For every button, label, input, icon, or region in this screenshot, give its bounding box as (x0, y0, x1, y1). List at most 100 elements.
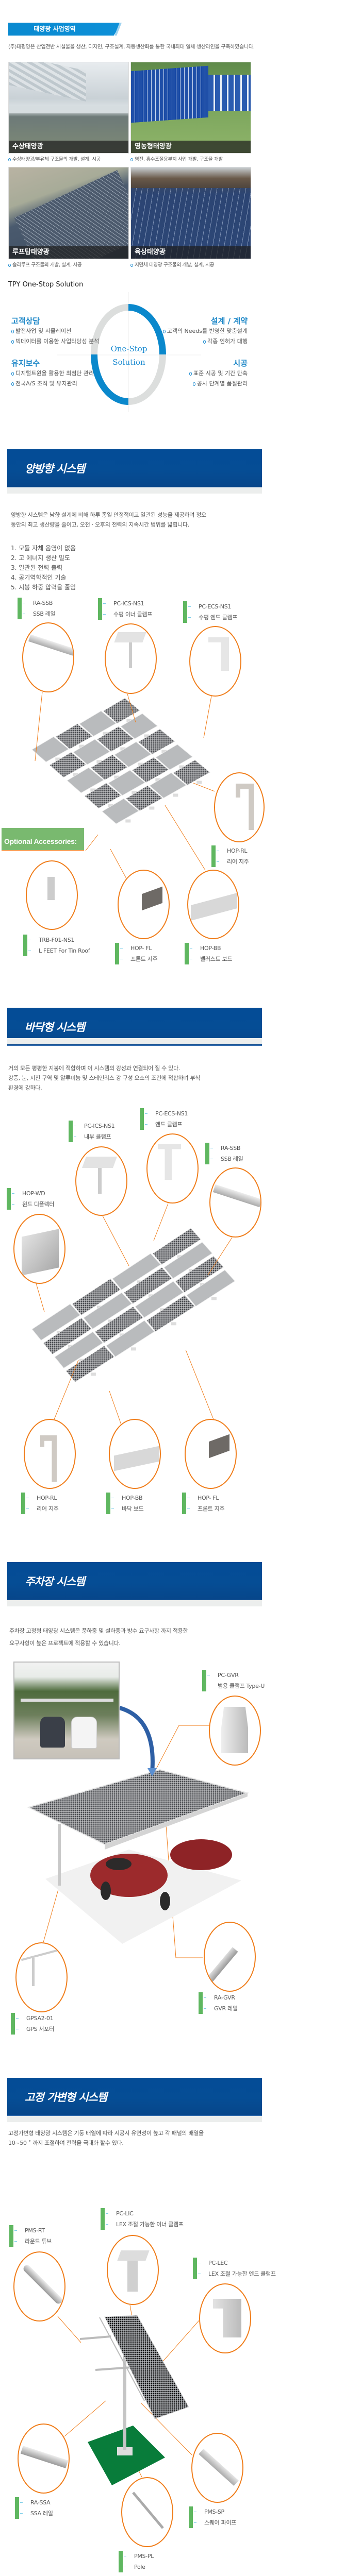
bullet-icon (11, 382, 14, 386)
part-name: 프론트 지주 (130, 956, 158, 962)
solar-panel (138, 728, 176, 755)
desc-text: 지면체 태양광 구조물의 개발, 설계, 시공 (135, 262, 215, 268)
solar-panel (79, 710, 117, 737)
callout-front-leg (185, 1419, 237, 1489)
part-code: HOP-RL (37, 1495, 57, 1501)
part-name: 엔드 클램프 (155, 1121, 183, 1128)
business-title-band: 태양광 사업영역 (8, 23, 122, 36)
front-leg-part (142, 886, 162, 911)
photo-rooftop: 루프탑태양광 (8, 167, 129, 259)
ballast-block (120, 747, 126, 751)
part-code: PC-ICS-NS1 (113, 600, 144, 607)
one-stop-diagram (57, 292, 201, 412)
area-desc: 지면체 태양광 구조물의 개발, 설계, 시공 (130, 261, 214, 268)
ballast-block (90, 788, 96, 792)
solar-panel-row (208, 75, 251, 111)
callout-rear-leg (214, 772, 265, 842)
desc-line: 10~50 ˚ 까지 조절하여 전력을 극대화 할수 있다. (8, 2140, 124, 2146)
solar-panel (132, 757, 170, 783)
clamp-part (158, 1144, 181, 1180)
solar-panel (102, 798, 140, 824)
part-name: 수평 이너 클램프 (113, 611, 153, 618)
photo-agrivoltaic: 영농형태양광 (130, 62, 251, 154)
board-part (114, 1446, 159, 1471)
solar-panel (112, 1253, 161, 1291)
solar-panel (186, 1269, 236, 1307)
quadrant-item: 전국A/S 조직 및 유지관리 (11, 379, 94, 389)
solar-panel (120, 713, 158, 739)
pipe-part (199, 2449, 239, 2486)
callout-l-feet (26, 860, 78, 930)
feature-item: 1. 모듈 자체 음영이 없음 (11, 545, 76, 552)
ballast-block (130, 1347, 136, 1351)
ballast-block (132, 791, 137, 794)
part-name: SSB 레일 (33, 611, 56, 617)
callout-gvr-rail (204, 1922, 256, 1992)
solar-panel (125, 785, 163, 811)
quadrant-heading: 유지보수 (11, 359, 40, 368)
solar-panel (94, 1306, 144, 1344)
callout-end-clamp (146, 1133, 199, 1204)
ballast-block (144, 734, 150, 738)
ballast-block (155, 778, 161, 782)
solar-panel (149, 772, 187, 799)
quadrant-item: 표준 시공 및 기간 단축 (189, 368, 248, 379)
deflector-part (22, 1229, 59, 1276)
item-text: 전국A/S 조직 및 유지관리 (15, 380, 77, 387)
part-name: SSA 레일 (30, 2510, 53, 2517)
ballast-block (103, 732, 108, 735)
callout-ssa-rail (18, 2424, 70, 2494)
ring-segment-design (128, 304, 166, 354)
ballast-block (171, 1322, 176, 1326)
part-code: HOP- FL (130, 945, 152, 952)
clamp-part (221, 1707, 248, 1753)
clamp-bolt (129, 642, 132, 668)
car-dark (40, 1717, 65, 1748)
solar-panel (173, 759, 211, 786)
ballast-block (55, 757, 61, 761)
callout-rail (22, 622, 74, 692)
bullet-icon (11, 371, 14, 376)
one-stop-title: TPY One-Stop Solution (8, 281, 84, 289)
clamp-part (81, 1157, 118, 1168)
callout-rail (209, 1167, 261, 1238)
solar-panel (31, 1303, 81, 1341)
bullet-icon (192, 382, 195, 386)
item-text: 빅데이터를 이용한 사업타당성 분석 (15, 338, 100, 345)
business-intro: (주)태평양은 산업전반 시설물을 생산, 디자인, 구조설계, 자동생산화를 … (8, 44, 255, 50)
part-name: 윈드 디플렉터 (22, 1201, 55, 1208)
solar-panel (54, 1331, 104, 1369)
arrow-icon (119, 1706, 155, 1773)
section-title: 양방향 시스템 (25, 463, 85, 475)
desc-line: 거의 모든 평평한 지붕에 적합하며 이 시스템의 강성과 연결되어 질 수 있… (8, 1065, 180, 1072)
section-header: 주차장 시스템 (7, 1562, 262, 1600)
quadrant-construction: 시공 표준 시공 및 기간 단축 공사 단계별 품질관리 (189, 358, 248, 389)
section-header-strip (7, 1600, 262, 1606)
solar-panel (55, 723, 93, 750)
section-header-strip (7, 2116, 262, 2122)
part-name: 바닥 보드 (122, 1505, 144, 1512)
part-code: RA-GVR (214, 1994, 235, 2001)
part-code: HOP-RL (227, 848, 248, 854)
desc-text: 염전, 홍수조절용부지 사업 개발, 구조물 개발 (135, 157, 223, 162)
area-desc: 솔라루프 구조물의 개발, 설계, 시공 (8, 261, 82, 268)
tracker-illustration (79, 2315, 189, 2485)
ballast-block (125, 819, 131, 823)
part-code: PMS-RT (25, 2227, 45, 2234)
quadrant-heading: 설계 / 계약 (210, 316, 248, 326)
section-header-strip (7, 487, 262, 494)
part-code: PC-ICS-NS1 (84, 1123, 115, 1129)
desc-line: 양방향 시스템은 남향 설계에 비해 하루 종일 안정적이고 일관된 성능을 제… (11, 512, 206, 518)
quadrant-item: 고객의 Needs를 반영한 맞춤설계 (162, 326, 248, 336)
section-description: 주차장 고정형 태양광 시스템은 풍하중 및 설하중과 방수 요구사항 까지 적… (9, 1625, 188, 1650)
section-description: 고정가변형 태양광 시스템은 기둥 배열에 따라 시공시 유연성이 높고 각 패… (8, 2128, 204, 2148)
